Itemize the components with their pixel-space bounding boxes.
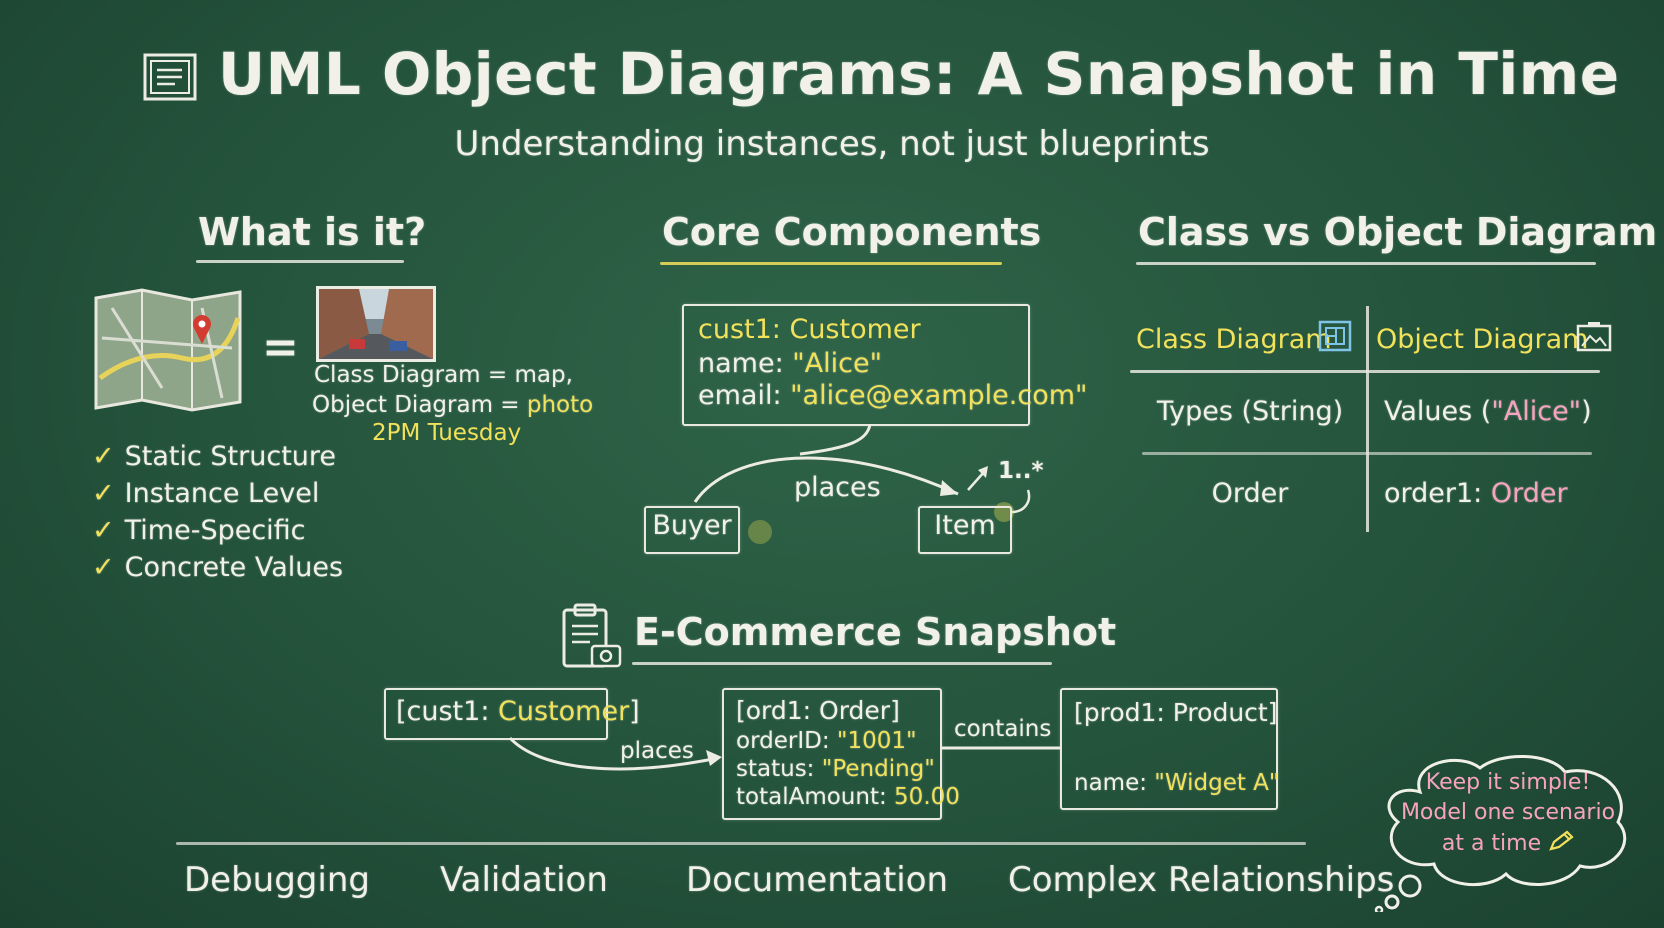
compare-column-divider (1366, 306, 1369, 532)
compare-header-rule (1130, 370, 1600, 373)
customer-object-box (682, 304, 1030, 426)
pencil-icon (1548, 830, 1574, 858)
core-components-heading: Core Components (662, 210, 1042, 254)
tip-line-3: at a time (1388, 830, 1628, 858)
analogy-time: 2PM Tuesday (372, 420, 522, 446)
ecom-contains-label: contains (954, 716, 1052, 742)
ecom-product-name: name: "Widget A" (1074, 770, 1280, 796)
checkmark-icon: ✓ (92, 441, 115, 472)
customer-object-title: cust1: Customer (698, 314, 921, 345)
page-subtitle: Understanding instances, not just bluepr… (454, 124, 1210, 164)
what-is-it-underline (196, 260, 404, 263)
analogy-line-2-text: Object Diagram = (312, 392, 527, 418)
compare-underline (1136, 262, 1596, 265)
what-is-it-heading: What is it? (198, 210, 427, 254)
compare-r2-c1: Order (1211, 478, 1289, 509)
item-label: Item (934, 510, 996, 541)
tip-line-2: Model one scenario (1400, 800, 1616, 825)
checkmark-icon: ✓ (92, 552, 115, 583)
use-debugging: Debugging (184, 860, 370, 900)
compare-r2-c2: order1: Order (1384, 478, 1568, 509)
core-link-lines (693, 423, 1031, 544)
bottom-rule (176, 842, 1306, 845)
compare-col2-header: Object Diagram (1376, 324, 1589, 355)
clipboard-camera-icon (560, 602, 624, 670)
blueprint-icon (1318, 318, 1354, 354)
equals-sign: = (262, 322, 299, 373)
list-item: ✓Concrete Values (92, 552, 344, 583)
ecom-order-id: orderID: "1001" (736, 728, 917, 754)
photo-icon (1576, 320, 1612, 354)
analogy-line-2: Object Diagram = photo (312, 392, 593, 418)
ecom-product-box (1060, 688, 1278, 810)
ecom-order-title: [ord1: Order] (736, 696, 900, 725)
ecom-order-total: totalAmount: 50.00 (736, 784, 960, 810)
compare-heading: Class vs Object Diagram (1138, 210, 1658, 254)
tip-line-1: Keep it simple! (1425, 770, 1591, 795)
page-title: UML Object Diagrams: A Snapshot in Time (218, 40, 1620, 108)
list-item: ✓Instance Level (92, 478, 320, 509)
analogy-line-1: Class Diagram = map, (314, 362, 573, 388)
customer-email-attr: email: "alice@example.com" (698, 380, 1088, 411)
compare-row-rule (1142, 452, 1592, 455)
core-components-underline (660, 262, 1002, 265)
map-icon (92, 288, 244, 412)
multiplicity-label: 1..* (998, 458, 1044, 484)
ecom-customer-label: [cust1: Customer] (396, 696, 640, 727)
ecommerce-underline (632, 662, 1052, 665)
buyer-label: Buyer (652, 510, 732, 541)
places-link-label: places (794, 472, 881, 503)
use-complex-relationships: Complex Relationships (1008, 860, 1395, 900)
checkmark-icon: ✓ (92, 478, 115, 509)
ecom-order-status: status: "Pending" (736, 756, 935, 782)
use-documentation: Documentation (686, 860, 949, 900)
compare-r1-c2: Values ("Alice") (1384, 396, 1592, 427)
ecom-customer-box (384, 688, 608, 740)
checklist: ✓Static Structure ✓Instance Level ✓Time-… (92, 438, 343, 586)
ecom-places-label: places (620, 738, 694, 764)
ecom-order-box (722, 688, 942, 820)
checkmark-icon: ✓ (92, 515, 115, 546)
compare-col1-header: Class Diagram (1136, 324, 1332, 355)
list-item: ✓Static Structure (92, 441, 337, 472)
analogy-photo: photo (526, 392, 594, 418)
street-photo-image (316, 286, 436, 362)
ecom-product-title: [prod1: Product] (1074, 698, 1278, 727)
thought-cloud (1374, 754, 1627, 912)
ecom-link-lines (508, 736, 1060, 771)
customer-name-attr: name: "Alice" (698, 348, 883, 379)
item-box (918, 506, 1012, 554)
list-item: ✓Time-Specific (92, 515, 306, 546)
use-validation: Validation (440, 860, 608, 900)
buyer-box (644, 506, 740, 554)
compare-r1-c1: Types (String) (1156, 396, 1344, 427)
document-icon (142, 52, 200, 102)
ecommerce-heading: E-Commerce Snapshot (634, 610, 1117, 654)
